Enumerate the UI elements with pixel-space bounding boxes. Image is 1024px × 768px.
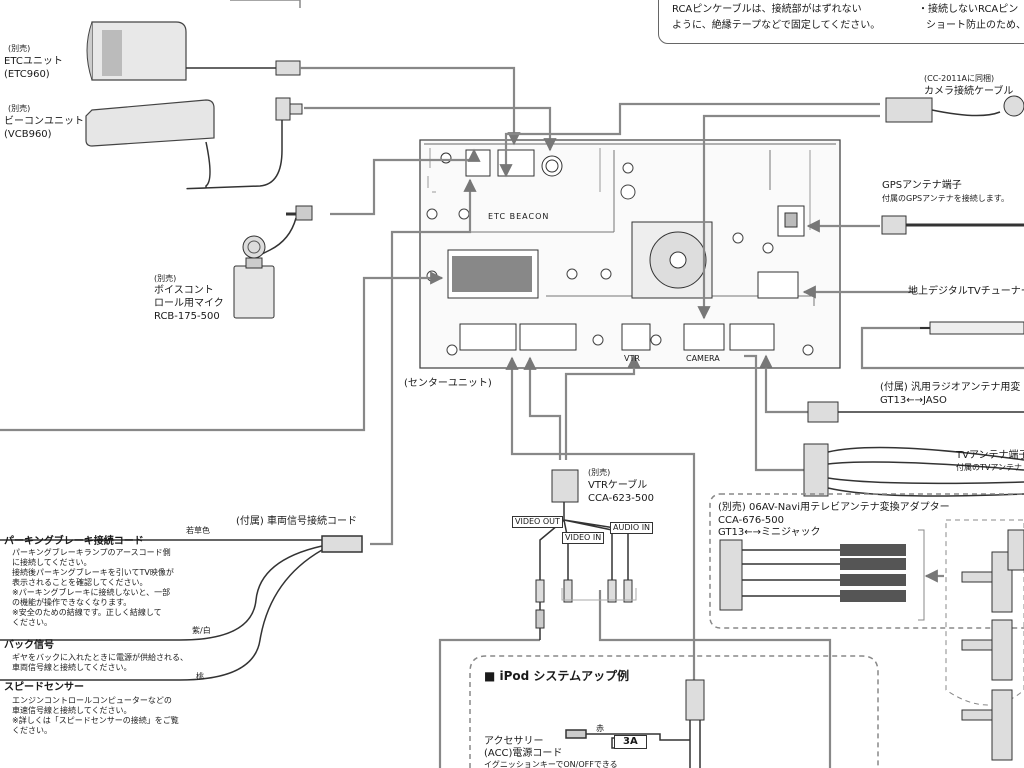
camera-port-label: CAMERA: [686, 354, 720, 363]
etc-model: (ETC960): [4, 69, 50, 80]
wire-color-2: 紫/白: [192, 626, 211, 635]
voice-mic-device: [233, 205, 313, 319]
ipod-title: ■ iPod システムアップ例: [484, 669, 630, 683]
acc-line3: イグニッションキーでON/OFFできる: [484, 760, 618, 768]
beacon-sold: (別売): [8, 104, 31, 113]
gps-note: 付属のGPSアンテナを接続します。: [882, 194, 1009, 203]
top-left-page-edge: [230, 0, 301, 8]
camera-cable-name: カメラ接続ケーブル: [924, 86, 1014, 97]
wire-color-1: 若草色: [186, 526, 210, 535]
top-note-box: [658, 0, 1024, 44]
etc-unit-device: [86, 21, 301, 81]
adapter-line3: GT13←→ミニジャック: [718, 527, 821, 538]
center-unit-label: (センターユニット): [404, 378, 492, 389]
top-note-line2: ように、絶縁テープなどで固定してください。: [672, 20, 881, 31]
top-note-bullet2: ショート防止のため、: [926, 20, 1024, 31]
top-note-line1: RCAピンケーブルは、接続部がはずれない: [672, 4, 862, 15]
etc-name: ETCユニット: [4, 56, 63, 67]
etc-sold: (別売): [8, 44, 31, 53]
vehicle-cord-title: (付属) 車両信号接続コード: [236, 516, 357, 527]
vehicle-signal-cord: [0, 535, 363, 681]
vtr-cable-device: [535, 469, 637, 640]
parking-desc: パーキングブレーキランプのアースコード側に接続してください。接続後パーキングブレ…: [12, 548, 174, 627]
radio-antenna-line1: (付属) 汎用ラジオアンテナ用変: [880, 382, 1021, 393]
digital-tv-plug: [920, 321, 1024, 335]
beacon-name: ビーコンユニット: [4, 116, 84, 127]
vtr-port-label: VTR: [624, 354, 640, 363]
tv-antenna-harness: [803, 443, 1024, 497]
gps-name: GPSアンテナ端子: [882, 180, 962, 191]
audio-in-tag: AUDIO IN: [610, 522, 654, 534]
camera-cable-device: [885, 95, 1024, 123]
speed-sensor-title: スピードセンサー: [4, 682, 84, 693]
adapter-dashed-box: [709, 493, 1024, 629]
back-signal-desc: ギヤをバックに入れたときに電源が供給される、車両信号線と接続してください。: [12, 653, 188, 672]
radio-antenna-adapter: [807, 401, 1024, 423]
video-in-tag: VIDEO IN: [562, 532, 605, 544]
mic-sold: (別売): [154, 274, 177, 283]
radio-antenna-line2: GT13←→JASO: [880, 395, 947, 406]
center-unit-device: [419, 139, 841, 369]
ipod-dashed-box: [469, 655, 879, 768]
vtr-cable-sold: (別売): [588, 468, 611, 477]
wire-color-3: 桃: [196, 672, 204, 681]
parking-title: パーキングブレーキ接続コード: [4, 536, 144, 547]
tv-antenna-line1: TVアンテナ端子: [956, 450, 1024, 461]
video-out-tag: VIDEO OUT: [512, 516, 563, 528]
tv-antenna-line2: 付属のTVアンテナ: [956, 463, 1023, 472]
adapter-line2: CCA-676-500: [718, 515, 784, 526]
beacon-model: (VCB960): [4, 129, 52, 140]
top-note-bullet1: ・接続しないRCAピン: [918, 4, 1019, 15]
acc-red-label: 赤: [596, 724, 604, 733]
acc-line2: (ACC)電源コード: [484, 748, 563, 759]
camera-cable-note: (CC-2011Aに同梱): [924, 74, 995, 83]
mini-jacks-right: [945, 519, 1024, 761]
digital-tv-name: 地上デジタルTVチューナー: [908, 286, 1024, 297]
fuse-3a-badge: 3A: [614, 735, 647, 749]
adapter-line1: (別売) 06AV-Navi用テレビアンテナ変換アダプター: [718, 502, 950, 513]
acc-line1: アクセサリー: [484, 736, 544, 747]
mic-line1: ボイスコント: [154, 285, 214, 296]
back-signal-title: バック信号: [4, 640, 54, 651]
etc-beacon-label: ETC BEACON: [488, 212, 550, 221]
tv-adapter-device: [719, 529, 925, 621]
beacon-unit-device: [85, 97, 303, 190]
gps-connector: [881, 215, 1024, 235]
ipod-connector: [685, 679, 705, 768]
vtr-cable-model: CCA-623-500: [588, 493, 654, 504]
vtr-cable-name: VTRケーブル: [588, 480, 648, 491]
speed-sensor-desc: エンジンコントロールコンピューターなどの車速信号線と接続してください。 ※詳しく…: [12, 696, 179, 735]
mic-model: RCB-175-500: [154, 311, 220, 322]
mic-line2: ロール用マイク: [154, 298, 224, 309]
